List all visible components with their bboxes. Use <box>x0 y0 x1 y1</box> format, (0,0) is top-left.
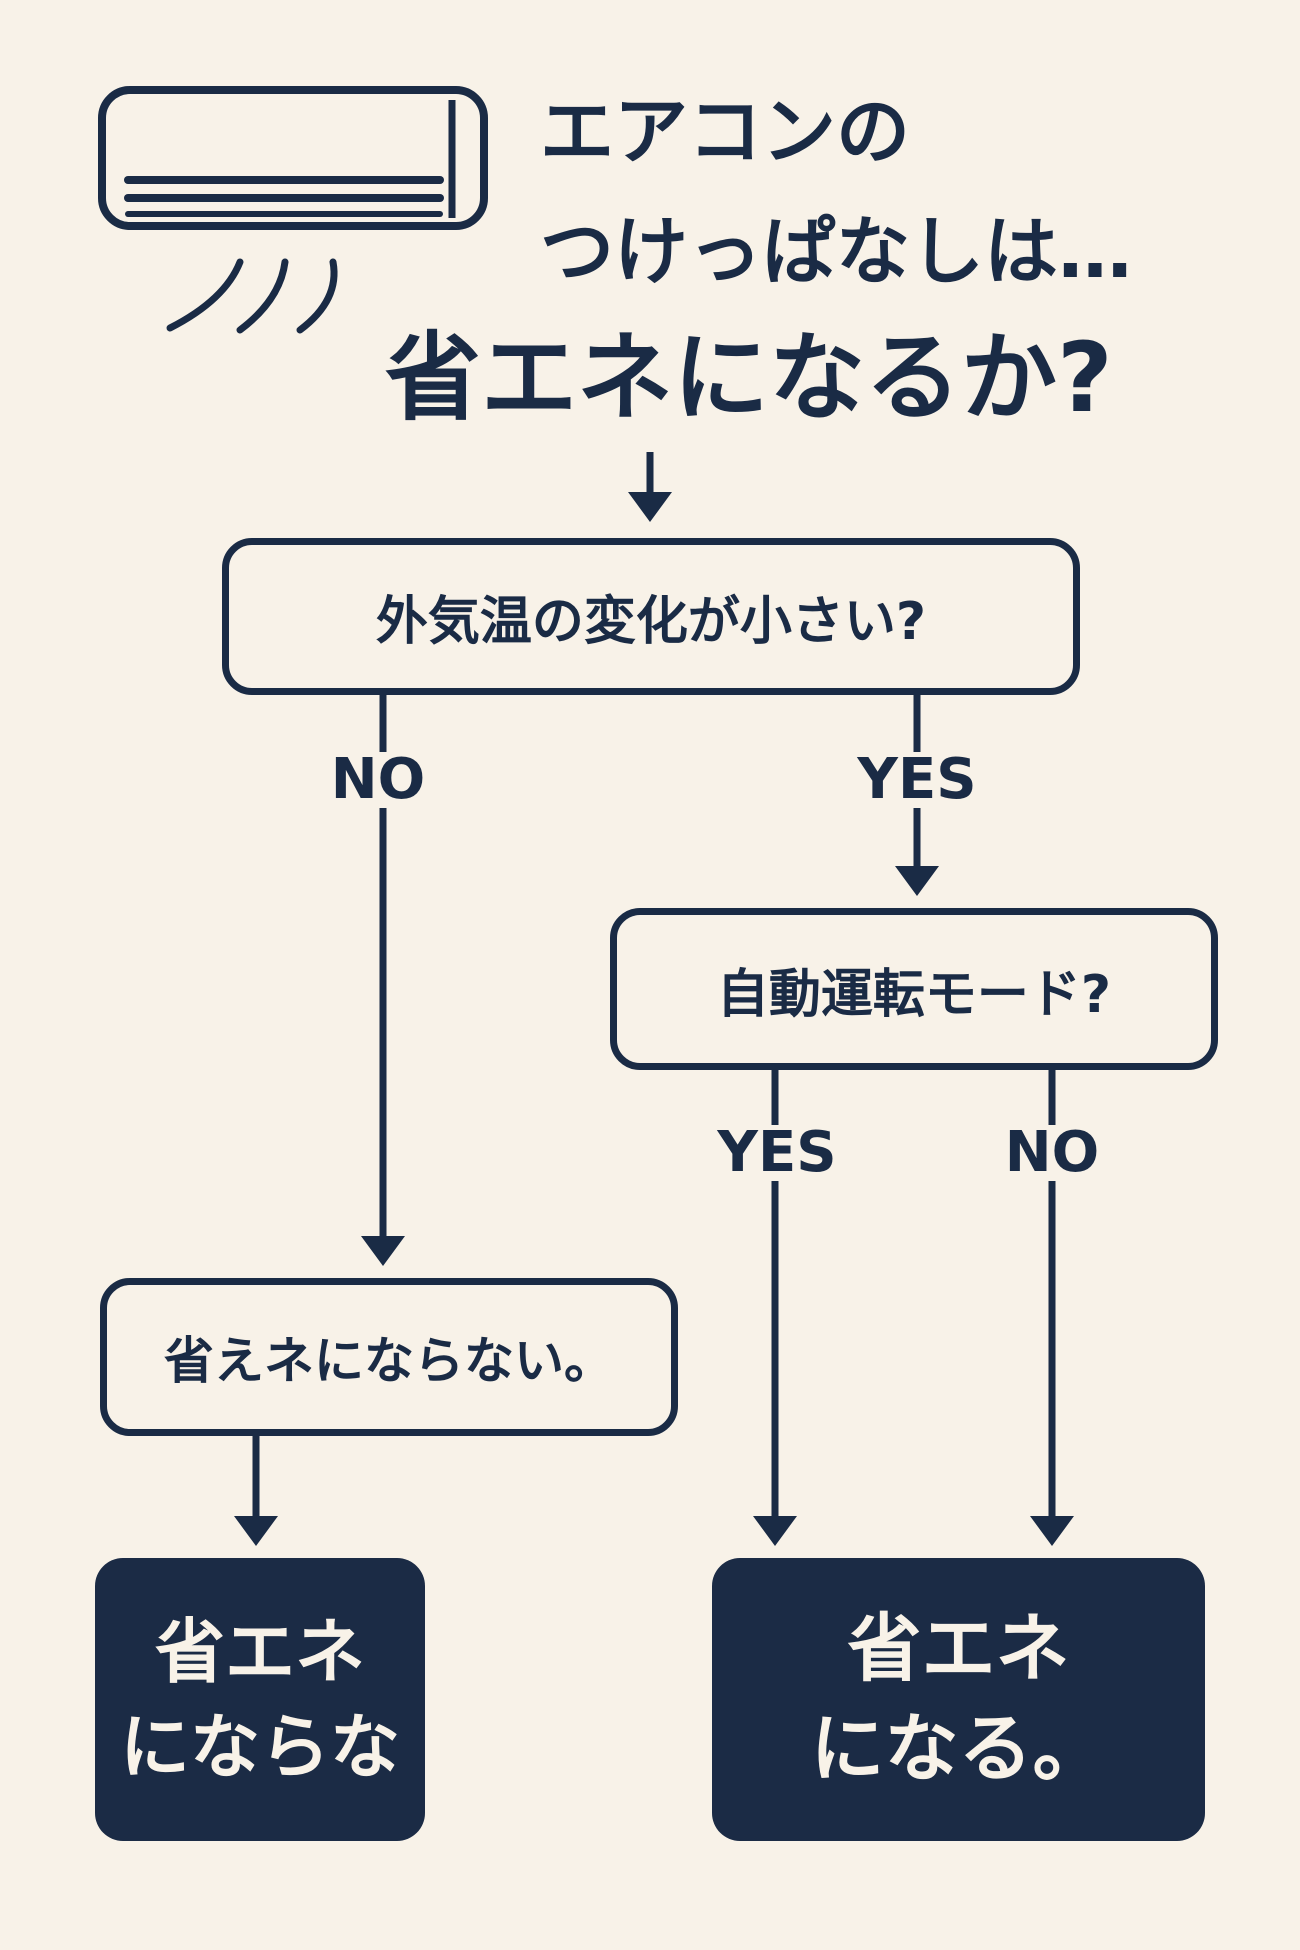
question-box-outdoor-temp: 外気温の変化が小さい? <box>222 538 1080 695</box>
title-line-3: 省エネになるか? <box>385 322 1113 434</box>
arrowhead-mid-result <box>234 1516 278 1546</box>
question-text-auto-mode: 自動運転モード? <box>716 964 1112 1025</box>
outcome-text-no-savings: 省えネにならない。 <box>164 1332 614 1390</box>
edge-label-q2-yes: YES <box>711 1125 843 1181</box>
result-box-savings: 省エネ になる。 <box>712 1558 1205 1841</box>
arrowhead-q1-no <box>361 1236 405 1266</box>
question-text-outdoor-temp: 外気温の変化が小さい? <box>375 592 927 652</box>
edge-label-q1-no: NO <box>324 752 432 808</box>
result-right-line-2: になる。 <box>810 1705 1107 1792</box>
title-line-2: つけっぱなしは… <box>540 209 1132 295</box>
arrowhead-title-q1 <box>628 492 672 522</box>
result-right-line-1: 省エネ <box>847 1605 1070 1692</box>
result-left-line-1: 省エネ <box>155 1611 365 1693</box>
result-box-no-savings: 省エネ にならな <box>95 1558 425 1841</box>
result-left-line-2: にならな <box>120 1705 400 1788</box>
title-line-1: エアコンの <box>540 89 910 175</box>
edge-label-q2-no: NO <box>998 1125 1106 1181</box>
arrowhead-q1-yes <box>895 866 939 896</box>
arrowhead-q2-yes <box>753 1516 797 1546</box>
question-box-auto-mode: 自動運転モード? <box>610 908 1218 1070</box>
outcome-box-no-savings: 省えネにならない。 <box>100 1278 678 1436</box>
edge-label-q1-yes: YES <box>851 752 983 808</box>
arrowhead-q2-no <box>1030 1516 1074 1546</box>
